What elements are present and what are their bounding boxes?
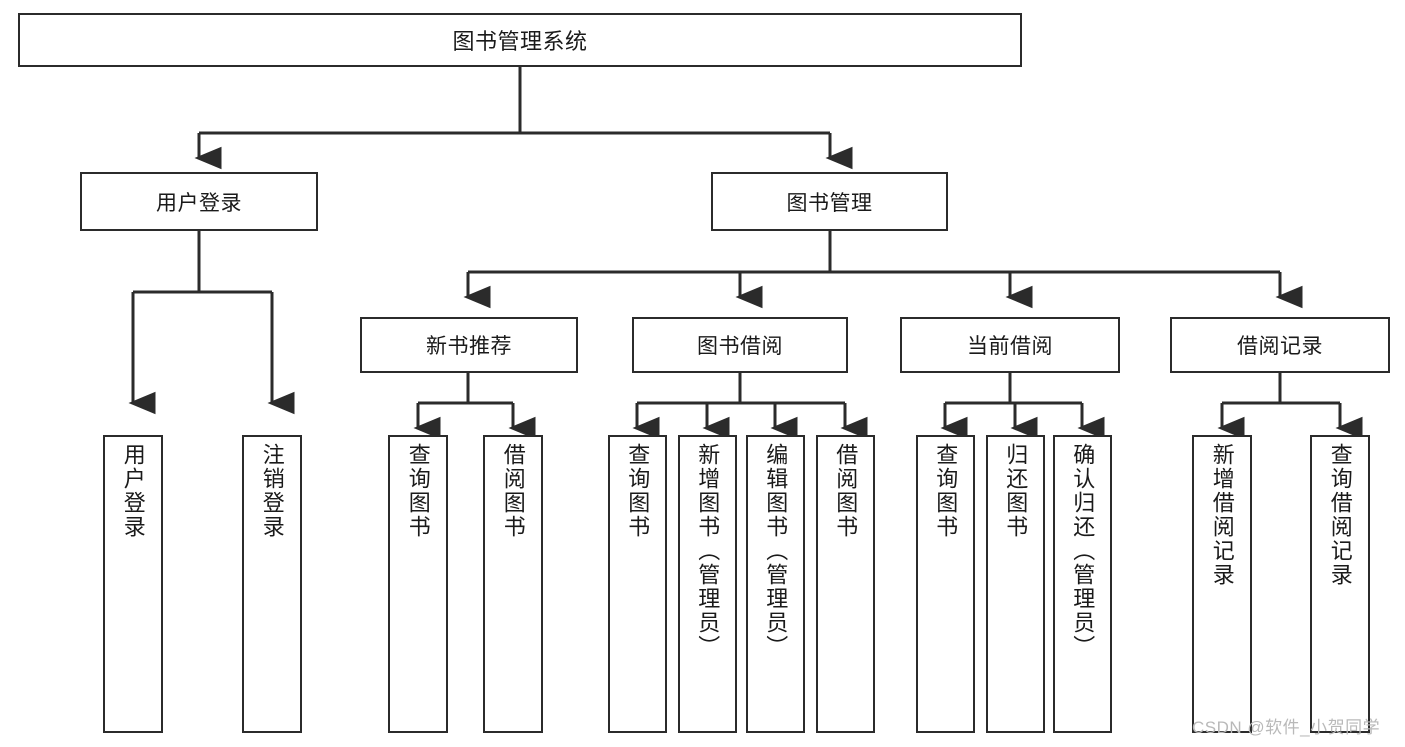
leaf-bb-query-book[interactable]: 查询图书 xyxy=(608,435,667,733)
node-root[interactable]: 图书管理系统 xyxy=(18,13,1022,67)
node-book-management-label: 图书管理 xyxy=(786,191,873,215)
node-book-borrow-label: 图书借阅 xyxy=(697,335,783,358)
node-root-label: 图书管理系统 xyxy=(452,29,588,54)
leaf-bb-query-book-label: 查询图书 xyxy=(625,443,651,539)
node-borrow-record[interactable]: 借阅记录 xyxy=(1170,317,1390,373)
node-new-book-recommend-label: 新书推荐 xyxy=(426,335,512,358)
leaf-br-add-record-label: 新增借阅记录 xyxy=(1209,443,1235,587)
leaf-logout-label: 注销登录 xyxy=(259,443,285,539)
leaf-bb-edit-book[interactable]: 编辑图书（管理员） xyxy=(746,435,805,733)
node-user-login-label: 用户登录 xyxy=(156,191,242,215)
leaf-bb-borrow-book-label: 借阅图书 xyxy=(833,443,859,539)
leaf-user-login[interactable]: 用户登录 xyxy=(103,435,163,733)
leaf-bb-borrow-book[interactable]: 借阅图书 xyxy=(816,435,875,733)
leaf-cb-return-book[interactable]: 归还图书 xyxy=(986,435,1045,733)
leaf-cb-query-book[interactable]: 查询图书 xyxy=(916,435,975,733)
leaf-br-query-record-label: 查询借阅记录 xyxy=(1327,443,1353,587)
leaf-cb-return-book-label: 归还图书 xyxy=(1003,443,1029,539)
leaf-cb-query-book-label: 查询图书 xyxy=(933,443,959,539)
leaf-cb-confirm-return-label: 确认归还（管理员） xyxy=(1070,443,1096,659)
node-book-management[interactable]: 图书管理 xyxy=(711,172,948,231)
leaf-user-login-label: 用户登录 xyxy=(120,443,146,539)
leaf-bb-add-book-label: 新增图书（管理员） xyxy=(695,443,721,659)
leaf-logout[interactable]: 注销登录 xyxy=(242,435,302,733)
leaf-cb-confirm-return[interactable]: 确认归还（管理员） xyxy=(1053,435,1112,733)
leaf-nb-borrow-book[interactable]: 借阅图书 xyxy=(483,435,543,733)
node-current-borrow[interactable]: 当前借阅 xyxy=(900,317,1120,373)
node-borrow-record-label: 借阅记录 xyxy=(1237,335,1323,358)
leaf-br-add-record[interactable]: 新增借阅记录 xyxy=(1192,435,1252,733)
node-current-borrow-label: 当前借阅 xyxy=(967,335,1053,358)
watermark: CSDN @软件_小贺同学 xyxy=(1192,718,1381,737)
node-book-borrow[interactable]: 图书借阅 xyxy=(632,317,848,373)
node-user-login[interactable]: 用户登录 xyxy=(80,172,318,231)
leaf-bb-edit-book-label: 编辑图书（管理员） xyxy=(763,443,789,659)
leaf-nb-borrow-book-label: 借阅图书 xyxy=(500,443,526,539)
leaf-br-query-record[interactable]: 查询借阅记录 xyxy=(1310,435,1370,733)
leaf-nb-query-book-label: 查询图书 xyxy=(405,443,431,539)
leaf-bb-add-book[interactable]: 新增图书（管理员） xyxy=(678,435,737,733)
node-new-book-recommend[interactable]: 新书推荐 xyxy=(360,317,578,373)
leaf-nb-query-book[interactable]: 查询图书 xyxy=(388,435,448,733)
